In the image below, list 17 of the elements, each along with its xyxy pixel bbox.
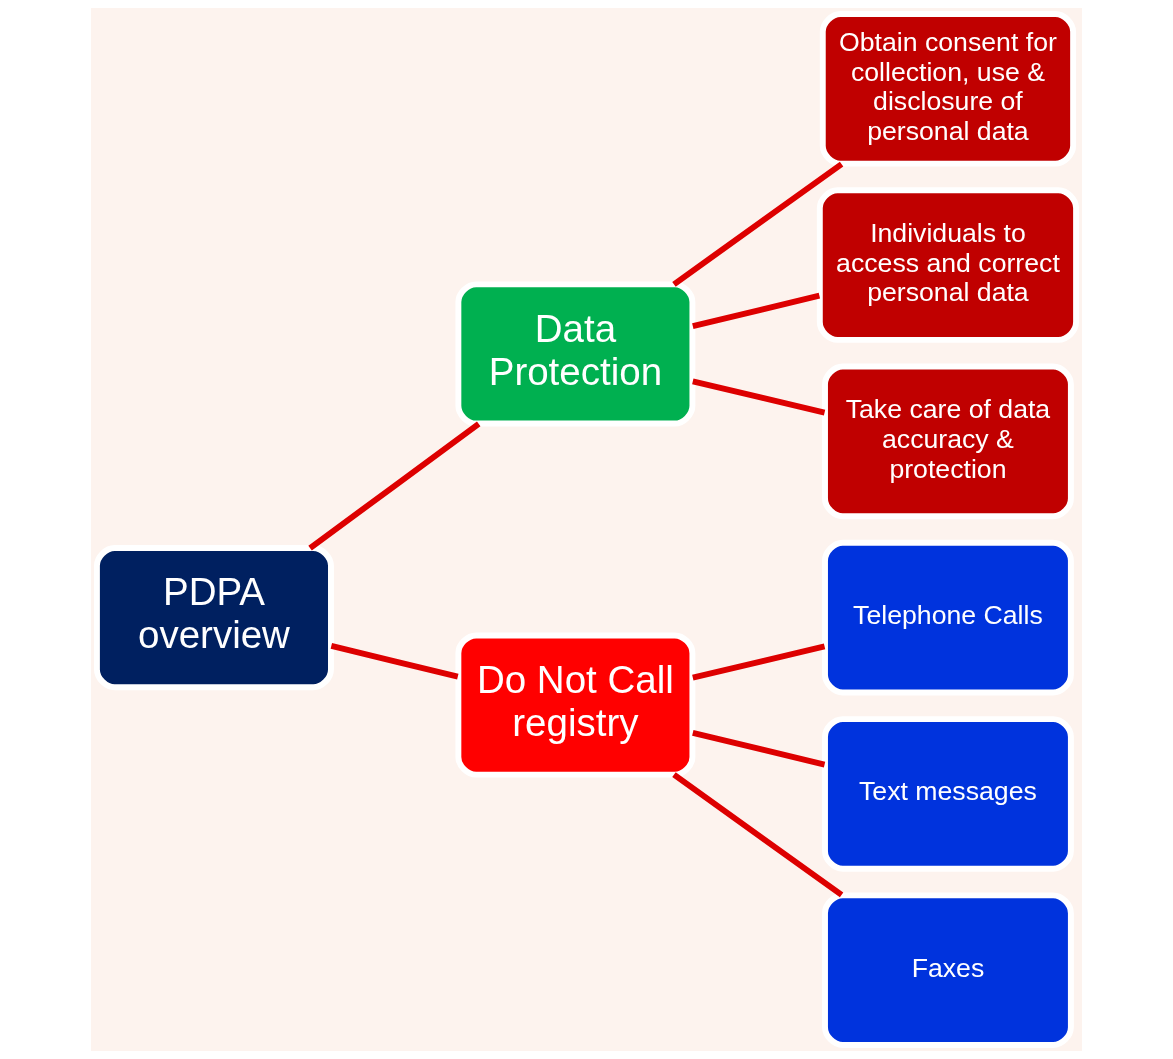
node-box: Faxes: [822, 892, 1074, 1048]
connector: [672, 161, 844, 287]
connector: [672, 772, 844, 898]
connector: [330, 643, 459, 680]
connector: [692, 643, 826, 681]
node-box: Take care of data accuracy & protection: [822, 363, 1074, 520]
node-box: Do Not Call registry: [455, 632, 696, 778]
connector: [308, 421, 481, 551]
node-box: PDPA overview: [93, 545, 334, 691]
connector: [692, 292, 821, 329]
node-box: Obtain consent for collection, use & disclosure of personal data: [819, 11, 1077, 167]
connector: [692, 378, 826, 416]
connector: [692, 730, 826, 768]
node-box: Telephone Calls: [822, 539, 1074, 696]
node-box: Data Protection: [455, 281, 696, 427]
node-box: Text messages: [822, 716, 1074, 872]
node-box: Individuals to access and correct personal data: [816, 187, 1080, 343]
